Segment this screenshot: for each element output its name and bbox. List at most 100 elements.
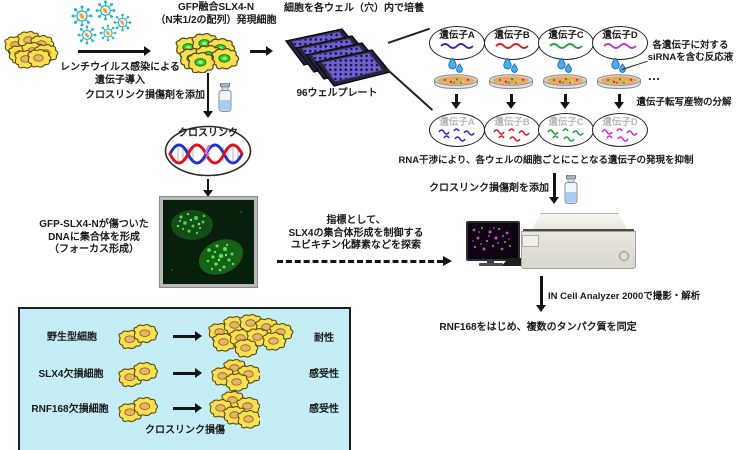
gene-a-degraded-label: 遺伝子A: [439, 116, 475, 128]
ellipsis-label: …: [642, 69, 666, 83]
monitor-base: [479, 263, 503, 266]
crosslink-damage-caption: クロスリンク損傷: [110, 425, 260, 438]
to-micrograph-arrow: [206, 179, 210, 190]
add-agent-arrow-right: [553, 173, 556, 197]
petri-dish-icon: [489, 74, 533, 89]
droplet-icon: [557, 58, 572, 73]
sirna-label: 各遺伝子に対する siRNAを含む反応液: [644, 40, 736, 63]
crosslink-damage-text: クロスリンク損傷: [145, 425, 225, 436]
vial-icon-right: [564, 175, 578, 204]
to-result-arrow: [540, 276, 543, 305]
gfp-cells-label: GFP融合SLX4-N （N末1/2の配列）発現細胞: [145, 2, 287, 27]
analyzer-logo-badge: [619, 251, 629, 261]
degradation-label: 遺伝子転写産物の分解: [632, 97, 736, 109]
micrograph-image: [160, 197, 257, 287]
degradation-arrow: [618, 94, 621, 102]
plate96-label: 96ウェルプレート: [287, 88, 387, 101]
add-crosslink-left-label: クロスリンク損傷剤を添加: [76, 90, 214, 103]
gfp-cells-label-line2: （N末1/2の配列）発現細胞: [155, 14, 277, 26]
rnf168-deficient-text: RNF168欠損細胞: [31, 404, 109, 415]
resistant-label: 耐性: [302, 333, 346, 346]
plate96-text: 96ウェルプレート: [296, 88, 378, 99]
petri-dish-icon: [543, 74, 587, 89]
crosslink-oval-label: クロスリンク: [171, 128, 245, 141]
gene-oval-b: 遺伝子B: [484, 26, 540, 60]
gene-oval-b-degraded: 遺伝子B: [484, 113, 540, 147]
focus-label-line1: GFP-SLX4-Nが傷ついた: [39, 219, 149, 230]
sensitivity-summary-box: 野生型細胞 耐性 SLX4欠損細胞 感受性: [18, 307, 351, 450]
vial-icon-left: [218, 83, 232, 112]
gene-oval-a-degraded: 遺伝子A: [429, 113, 485, 147]
well-plates-icon: [285, 28, 391, 87]
degradation-text: 遺伝子転写産物の分解: [636, 97, 732, 108]
lentivirus-label: レンチウイルス感染による 遺伝子導入: [52, 62, 188, 87]
fanout-line-top: [387, 27, 430, 44]
sensitive-label-2: 感受性: [302, 404, 346, 417]
lentivirus-label-line1: レンチウイルス感染による: [60, 62, 180, 73]
lentivirus-label-line2: 遺伝子導入: [95, 74, 145, 86]
degradation-arrow: [455, 94, 458, 102]
sensitive-text: 感受性: [309, 369, 339, 380]
screening-label-line3: ユビキチン化酵素などを探索: [291, 240, 421, 251]
outcome-arrow: [173, 372, 195, 375]
add-crosslink-right-text: クロスリンク損傷剤を添加: [429, 183, 549, 194]
result-text: RNF168をはじめ、複数のタンパク質を同定: [439, 322, 637, 333]
gene-oval-a: 遺伝子A: [429, 26, 485, 60]
focus-label-line2: DNAに集合体を形成: [48, 231, 140, 243]
analyzer-text: IN Cell Analyzer 2000で撮影・解析: [548, 291, 701, 302]
crosslink-oval-text: クロスリンク: [178, 128, 238, 139]
sensitive-cluster-icon: [208, 357, 260, 393]
gene-oval-c: 遺伝子C: [538, 26, 594, 60]
add-crosslink-right-label: クロスリンク損傷剤を添加: [428, 183, 550, 196]
gene-oval-d: 遺伝子D: [592, 26, 648, 60]
add-crosslink-left-text: クロスリンク損傷剤を添加: [85, 90, 205, 101]
screening-dashed-arrow: [277, 256, 452, 267]
result-label: RNF168をはじめ、複数のタンパク質を同定: [437, 322, 639, 335]
gene-b-degraded-label: 遺伝子B: [494, 116, 530, 128]
petri-dish-icon: [434, 74, 478, 89]
gene-oval-c-degraded: 遺伝子C: [538, 113, 594, 147]
culture-text: 細胞を各ウェル（穴）内で培養: [284, 3, 424, 14]
wild-type-text: 野生型細胞: [47, 332, 97, 343]
gfp-cells-label-line1: GFP融合SLX4-N: [177, 2, 255, 13]
analyzer-icon: [521, 213, 636, 269]
gene-d-degraded-label: 遺伝子D: [602, 116, 638, 128]
cell-pair-icon: [115, 394, 163, 426]
degradation-arrow: [510, 94, 513, 102]
analyzer-slot: [522, 235, 539, 247]
monitor-icon: [466, 221, 520, 261]
degradation-arrow: [564, 94, 567, 102]
screening-label: 指標として、 SLX4の集合体形成を制御する ユビキチン化酵素などを探索: [278, 215, 434, 253]
sensitive-text-2: 感受性: [309, 404, 339, 415]
droplet-icon: [503, 58, 518, 73]
gene-c-label: 遺伝子C: [548, 29, 584, 41]
focus-formation-label: GFP-SLX4-Nが傷ついた DNAに集合体を形成 （フォーカス形成）: [26, 219, 162, 257]
to-plates-arrow: [250, 50, 266, 53]
wild-type-label: 野生型細胞: [34, 332, 110, 345]
fanout-line-bottom: [387, 69, 434, 111]
analyzer-body: [521, 231, 636, 269]
gene-b-label: 遺伝子B: [494, 29, 530, 41]
rnf168-deficient-label: RNF168欠損細胞: [22, 404, 118, 417]
analyzer-label: IN Cell Analyzer 2000で撮影・解析: [548, 291, 736, 303]
rnai-text: RNA干渉により、各ウェルの細胞ごとにことなる遺伝子の発現を抑制: [398, 155, 694, 166]
gene-a-label: 遺伝子A: [439, 29, 475, 41]
sirna-label-line1: 各遺伝子に対する: [652, 40, 729, 51]
cell-pair-icon: [115, 321, 163, 353]
sirna-label-line2: siRNAを含む反応液: [647, 51, 734, 63]
resistant-text: 耐性: [314, 333, 334, 344]
gene-oval-d-degraded: 遺伝子D: [592, 113, 648, 147]
lentivirus-icon: [70, 0, 132, 45]
slx4-deficient-label: SLX4欠損細胞: [28, 369, 114, 382]
monitor-stand: [487, 259, 494, 263]
droplet-icon: [611, 58, 626, 73]
screening-label-line1: 指標として、: [326, 215, 386, 226]
droplet-icon: [448, 58, 463, 73]
dna-crosslink-icon: [164, 125, 252, 177]
rnai-label: RNA干渉により、各ウェルの細胞ごとにことなる遺伝子の発現を抑制: [396, 155, 696, 167]
outcome-arrow: [173, 335, 195, 338]
gene-d-label: 遺伝子D: [602, 29, 638, 41]
add-agent-arrow-left: [206, 73, 210, 111]
petri-dish-icon: [597, 74, 641, 89]
